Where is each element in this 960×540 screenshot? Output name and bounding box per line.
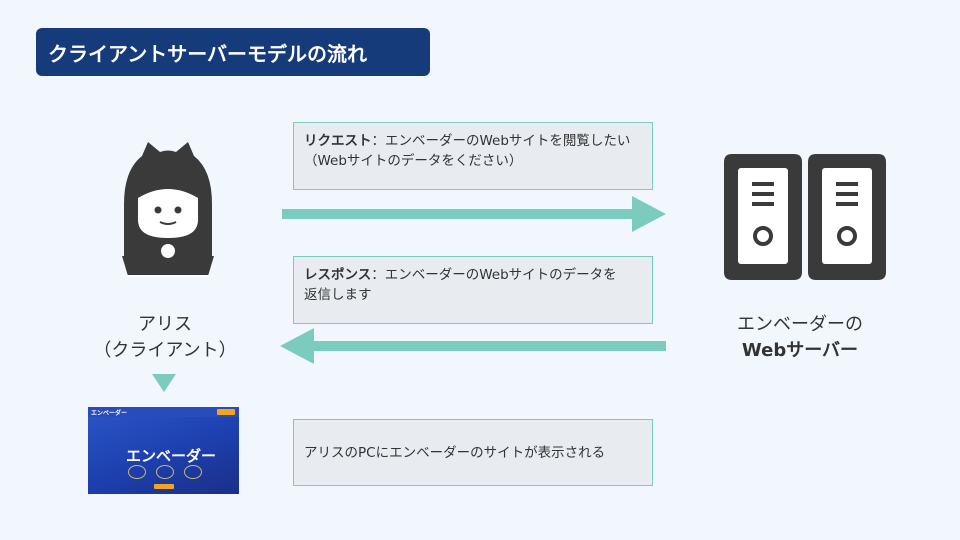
page-title: クライアントサーバーモデルの流れ <box>36 28 430 76</box>
response-label: レスポンス <box>304 267 372 283</box>
client-name: アリス <box>138 314 192 335</box>
award-badge-icon <box>128 465 146 479</box>
award-badge-icon <box>156 465 174 479</box>
request-box: リクエスト：エンベーダーのWebサイトを閲覧したい （Webサイトのデータをくだ… <box>293 122 653 190</box>
response-arrow <box>280 328 666 364</box>
award-badge-icon <box>184 465 202 479</box>
response-text-line1: ：エンベーダーのWebサイトのデータを <box>371 267 617 283</box>
screenshot-header <box>88 407 239 417</box>
request-arrow <box>282 196 666 232</box>
result-box: アリスのPCにエンベーダーのサイトが表示される <box>293 419 653 486</box>
response-box: レスポンス：エンベーダーのWebサイトのデータを 返信します <box>293 256 653 324</box>
request-label: リクエスト <box>304 133 372 149</box>
client-role: （クライアント） <box>93 340 237 361</box>
server-pair-icon <box>724 154 886 280</box>
page-title-text: クライアントサーバーモデルの流れ <box>48 41 367 66</box>
client-caption: アリス （クライアント） <box>90 312 240 364</box>
server-name: エンベーダーの <box>737 314 863 335</box>
request-text-line2: （Webサイトのデータをください） <box>304 153 523 169</box>
screenshot-hero: エンベーダー <box>126 447 217 465</box>
server-caption: エンベーダーの Webサーバー <box>700 312 900 364</box>
user-with-laptop-icon <box>122 142 214 277</box>
server-role: Webサーバー <box>741 340 859 361</box>
request-text-line1: ：エンベーダーのWebサイトを閲覧したい <box>371 133 631 149</box>
screenshot-cta-button <box>154 484 174 489</box>
result-text: アリスのPCにエンベーダーのサイトが表示される <box>304 444 606 461</box>
down-triangle-icon <box>152 374 176 392</box>
website-screenshot: エンベーダー エンベーダー <box>88 407 239 494</box>
response-text-line2: 返信します <box>304 287 372 303</box>
screenshot-top-button <box>217 409 235 415</box>
screenshot-logo: エンベーダー <box>91 410 128 417</box>
